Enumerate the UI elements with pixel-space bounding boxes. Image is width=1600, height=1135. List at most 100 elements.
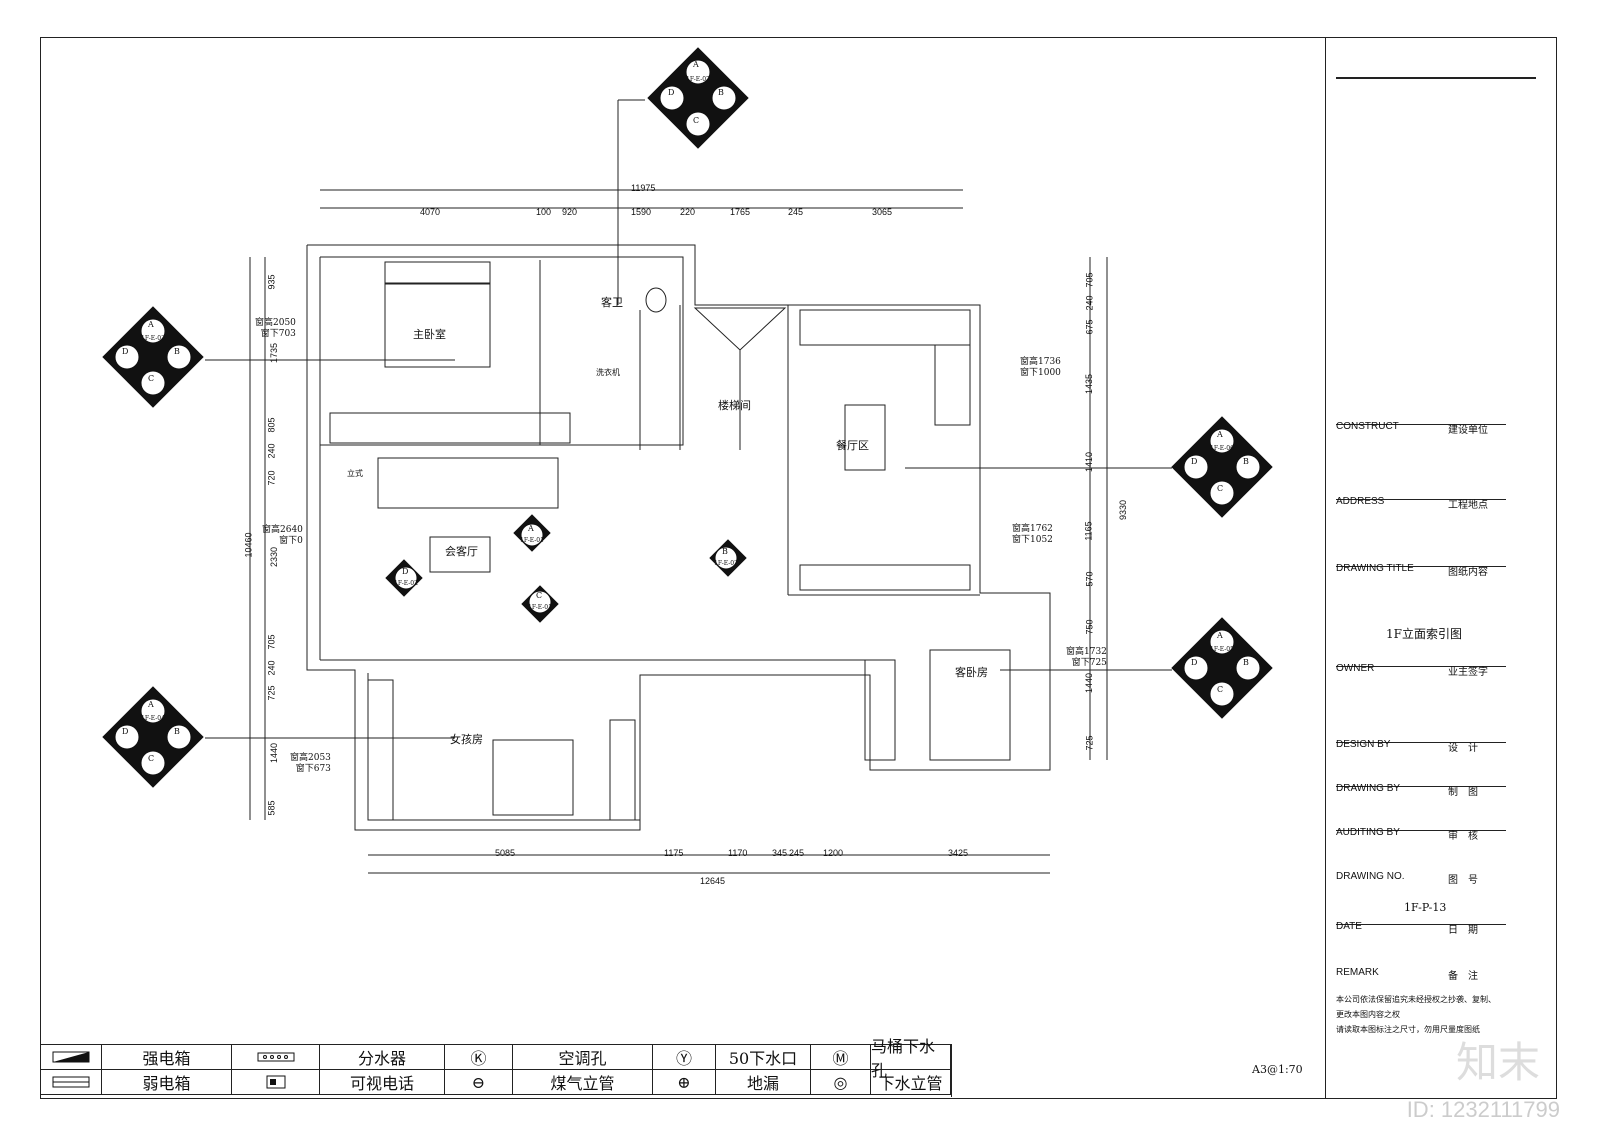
dim-right-4: 1435 <box>1084 373 1095 395</box>
dim-right-total: 9330 <box>1118 499 1129 521</box>
dim-top-4: 1590 <box>631 207 652 217</box>
legend-label-9: 地漏 <box>716 1070 811 1095</box>
elev-right2-code: 1F-E-05 <box>1210 646 1234 653</box>
elev-right2-a: A <box>1217 631 1223 640</box>
gas-pipe-icon: ⊖ <box>445 1070 513 1095</box>
dim-right-8: 750 <box>1084 619 1095 635</box>
elev-symbol-right2 <box>1171 617 1273 719</box>
dim-bottom-1: 5085 <box>495 848 516 858</box>
dim-left-6: 2330 <box>269 546 280 568</box>
legend-label-1: 强电箱 <box>102 1045 232 1070</box>
interior-wall <box>320 256 684 446</box>
elev-top-c: C <box>693 116 700 125</box>
note-3: 请读取本图标注之尺寸，勿用尺量度图纸 <box>1336 1025 1480 1034</box>
room-stair: 楼梯间 <box>718 399 751 412</box>
elev-left2-c: C <box>148 754 155 763</box>
elev-symbol-right1 <box>1171 416 1273 518</box>
dim-right-3: 675 <box>1084 319 1095 335</box>
elev-right1-code: 1F-E-06 <box>1210 445 1234 452</box>
elev-right2-b: B <box>1243 658 1249 667</box>
room-laundry: 洗衣机 <box>596 368 620 377</box>
legend-label-3: 空调孔 <box>513 1045 653 1070</box>
elev-left2-a: A <box>148 700 154 709</box>
note-2: 更改本图内容之权 <box>1336 1010 1400 1019</box>
dim-right-2: 240 <box>1084 295 1095 311</box>
dim-left-7: 705 <box>266 634 277 650</box>
room-guest: 客卧房 <box>955 666 988 679</box>
exterior-wall <box>306 244 1051 831</box>
y-circle-icon: Ⓨ <box>653 1045 716 1070</box>
note-1: 本公司依法保留追究未经授权之抄袭、复制、 <box>1336 995 1496 1004</box>
dim-top-6: 1765 <box>730 207 751 217</box>
weak-box-icon <box>40 1070 102 1095</box>
elev-right1-d: D <box>1191 457 1198 466</box>
dim-top-total: 11975 <box>631 183 656 193</box>
elev-right2-c: C <box>1217 685 1224 694</box>
dim-left-11: 585 <box>266 800 277 816</box>
manifold-icon <box>232 1045 320 1070</box>
watermark-brand: 知末 <box>1455 1038 1540 1087</box>
room-living: 会客厅 <box>445 545 478 558</box>
scale-label: A3@1:70 <box>1252 1063 1303 1076</box>
floor-drain-icon: ⊕ <box>653 1070 716 1095</box>
dim-left-4: 240 <box>266 443 277 459</box>
elev-left2-d: D <box>122 727 129 736</box>
dim-top-2: 100 <box>536 207 552 217</box>
drawing-no-row: DRAWING NO.图 号 <box>1336 871 1478 886</box>
legend-table: 强电箱 分水器 Ⓚ 空调孔 Ⓨ 50下水口 Ⓜ 马桶下水孔 弱电箱 可视电话 ⊖… <box>40 1037 952 1097</box>
dim-left-total: 10460 <box>243 532 254 558</box>
dim-bottom-4: 345 <box>772 848 788 858</box>
living-marker-b-code: 1F-E-02 <box>714 560 738 567</box>
elev-top-d: D <box>668 88 675 97</box>
intercom-icon <box>232 1070 320 1095</box>
living-marker-b: B <box>722 547 728 556</box>
elev-right1-a: A <box>1217 430 1223 439</box>
dim-bottom-5: 245 <box>789 848 805 858</box>
living-marker-a-code: 1F-E-01 <box>520 537 544 544</box>
dim-bottom-total: 12645 <box>700 876 726 886</box>
dim-right-6: 1165 <box>1083 521 1094 541</box>
elev-left1-b: B <box>174 347 180 356</box>
legend-label-5: 马桶下水孔 <box>871 1037 951 1080</box>
living-marker-c: C <box>536 591 543 600</box>
dim-right-5: 1410 <box>1084 451 1095 473</box>
room-dining: 餐厅区 <box>836 439 869 452</box>
room-girl: 女孩房 <box>450 733 483 746</box>
dim-bottom-3: 1170 <box>728 848 748 858</box>
elev-left1-c: C <box>148 374 155 383</box>
elev-top-b: B <box>718 88 724 97</box>
elev-symbol-left1 <box>102 306 204 408</box>
dim-top-7: 245 <box>788 207 804 217</box>
living-marker-d: D <box>402 567 409 576</box>
drawing-frame <box>40 37 1557 1099</box>
living-marker-d-code: 1F-E-02 <box>394 580 418 587</box>
elev-symbol-top <box>647 47 749 149</box>
legend-label-4: 50下水口 <box>716 1045 811 1070</box>
room-master: 主卧室 <box>413 328 446 341</box>
legend-label-8: 煤气立管 <box>513 1070 653 1095</box>
dim-top-1: 4070 <box>420 207 441 217</box>
dim-top-8: 3065 <box>872 207 893 217</box>
living-marker-a: A <box>528 524 534 533</box>
dim-left-9: 725 <box>266 685 277 701</box>
living-elev-markers <box>385 514 747 623</box>
watermark-id: ID: 1232111799 <box>1406 1097 1560 1122</box>
dim-bottom-2: 1175 <box>664 848 684 858</box>
k-circle-icon: Ⓚ <box>445 1045 513 1070</box>
legend-label-10: 下水立管 <box>871 1070 951 1095</box>
elev-right2-d: D <box>1191 658 1198 667</box>
drain-riser-icon: ◎ <box>811 1070 871 1095</box>
dim-left-2: 1735 <box>269 342 280 364</box>
